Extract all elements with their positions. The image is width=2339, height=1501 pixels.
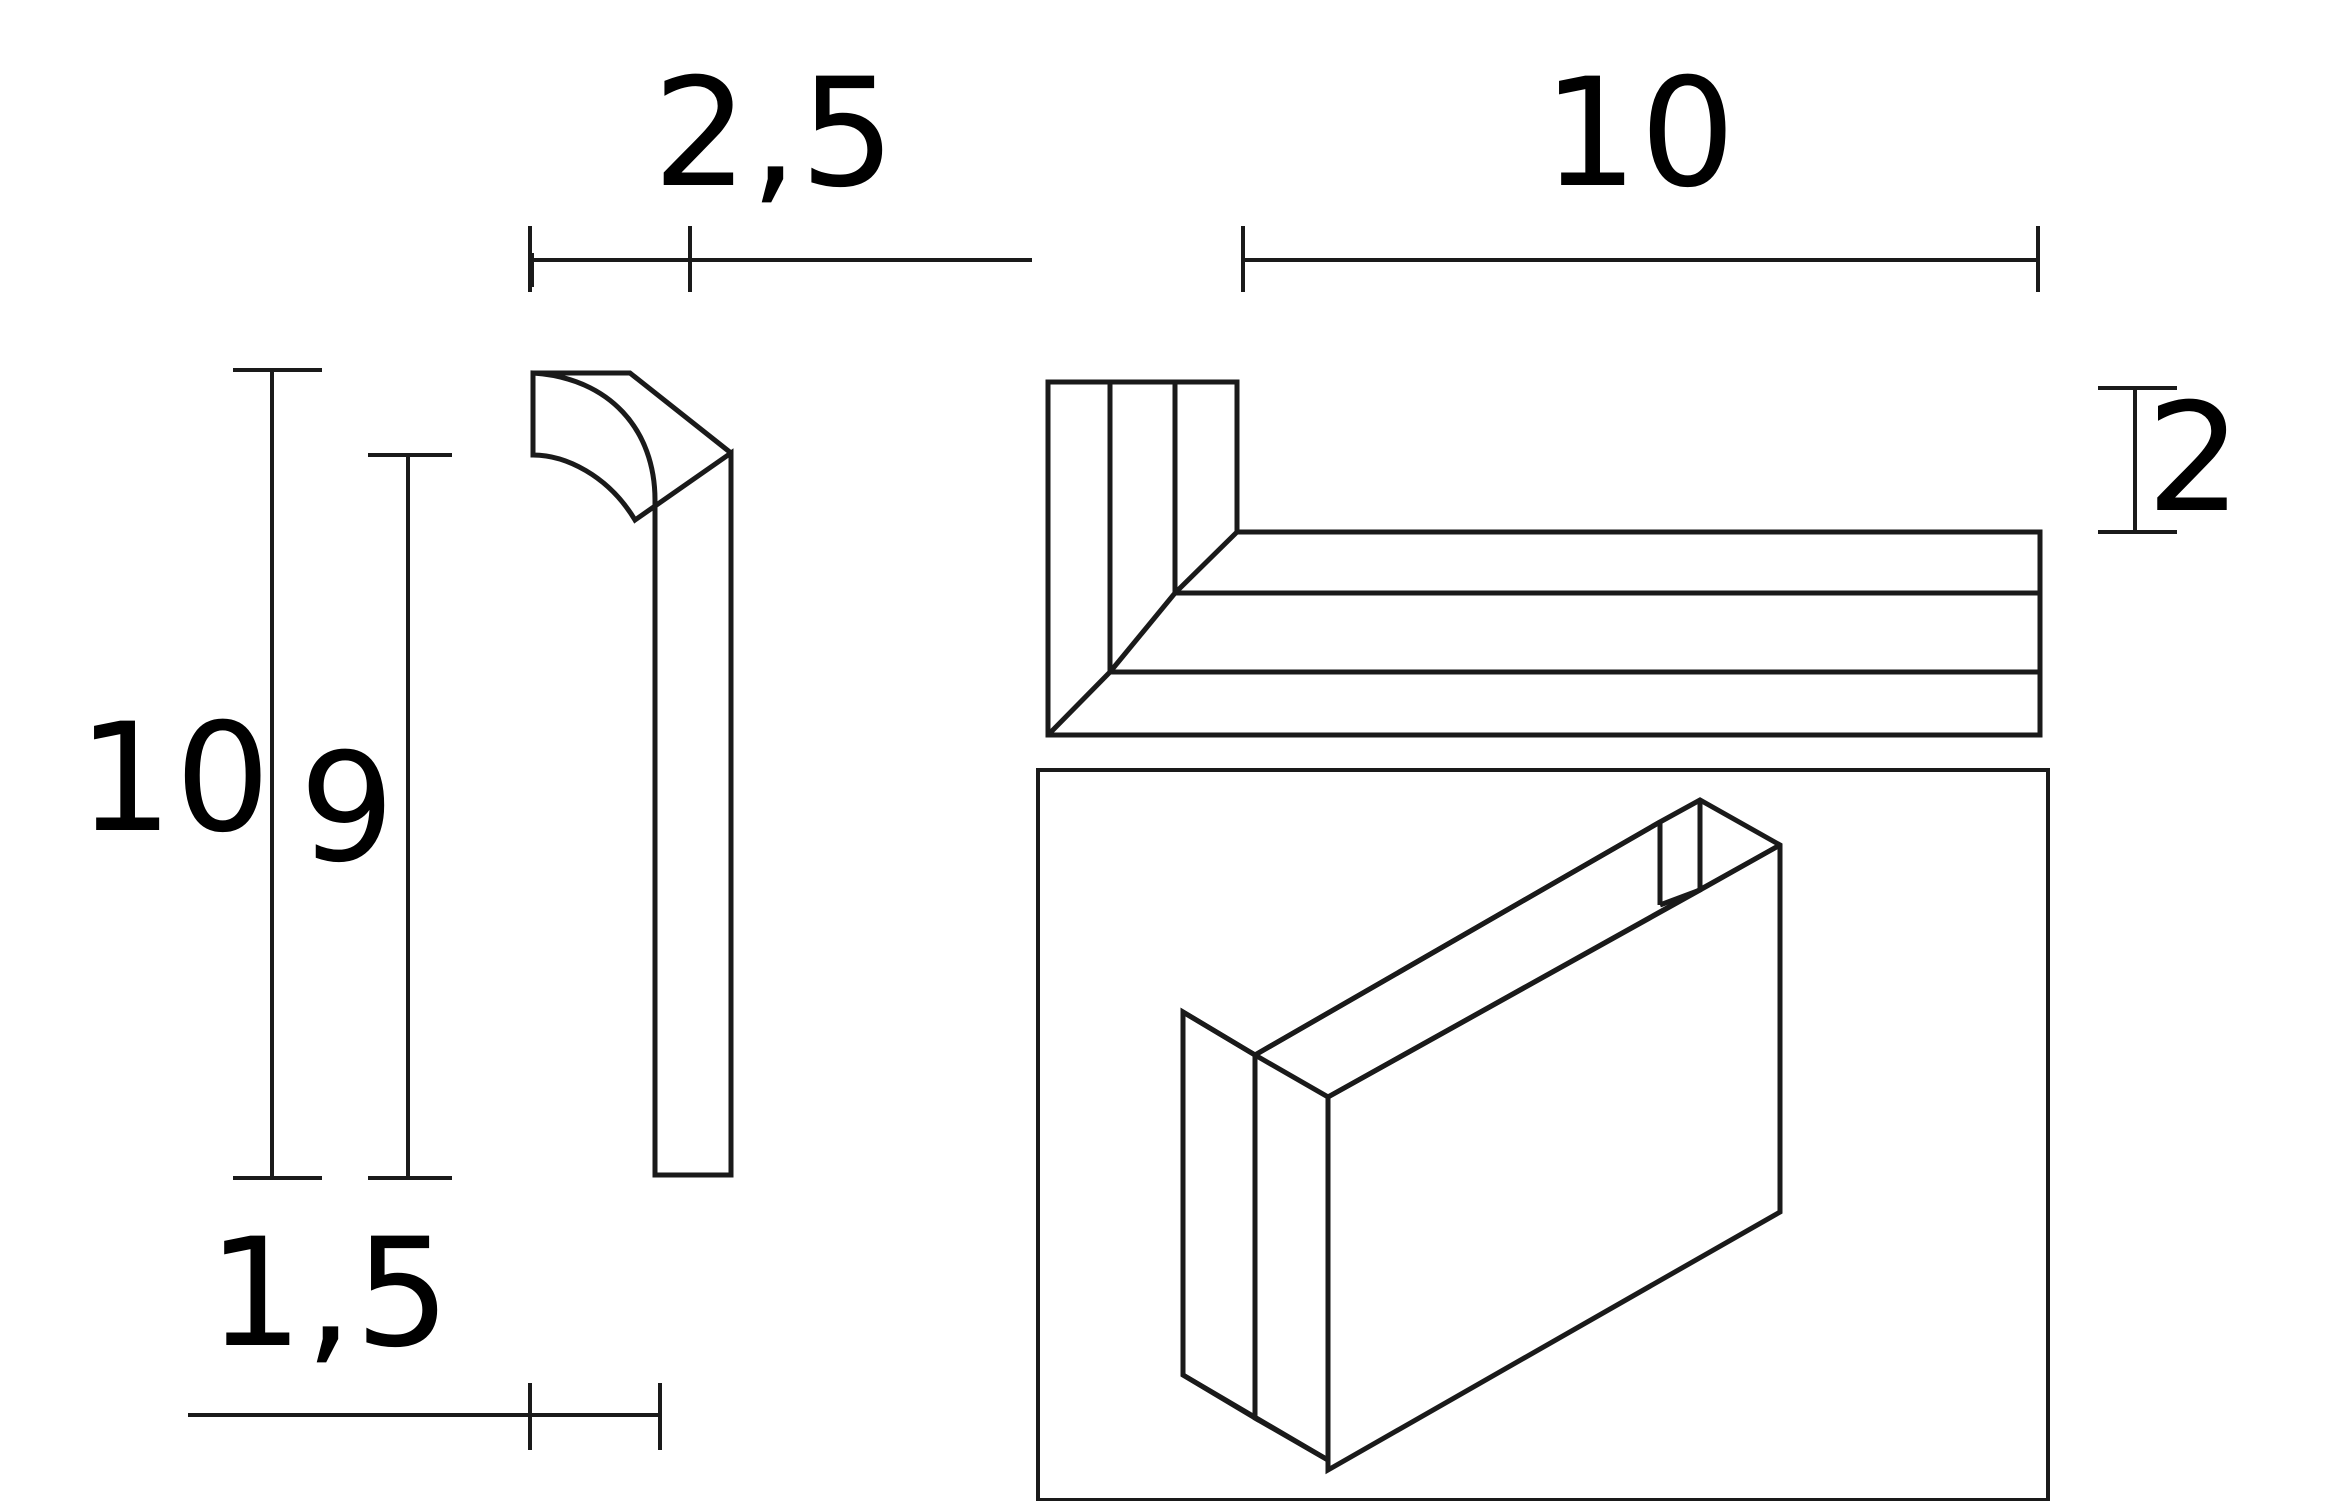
dimension-2_5: [528, 226, 1032, 292]
dimension-10-vertical: [233, 368, 322, 1180]
dimension-9-vertical: [368, 453, 452, 1180]
dimension-label-9: 9: [299, 722, 396, 896]
front-elevation-view: [1045, 379, 2043, 738]
profile-section-view: [530, 370, 734, 1178]
dimension-lines-group: [188, 226, 2177, 1450]
dimension-10-horizontal: [1241, 226, 2040, 292]
dimension-1_5: [188, 1383, 662, 1450]
isometric-view-frame: [1036, 768, 2050, 1501]
dimension-label-1_5: 1,5: [208, 1207, 453, 1381]
dimension-label-2: 2: [2146, 372, 2243, 546]
dimension-label-10-horizontal: 10: [1543, 47, 1738, 221]
dimension-2-vertical: [2098, 386, 2177, 534]
dimension-label-10-vertical: 10: [78, 692, 273, 866]
dimension-label-2_5: 2,5: [653, 47, 898, 221]
isometric-solid: [1180, 797, 1783, 1475]
